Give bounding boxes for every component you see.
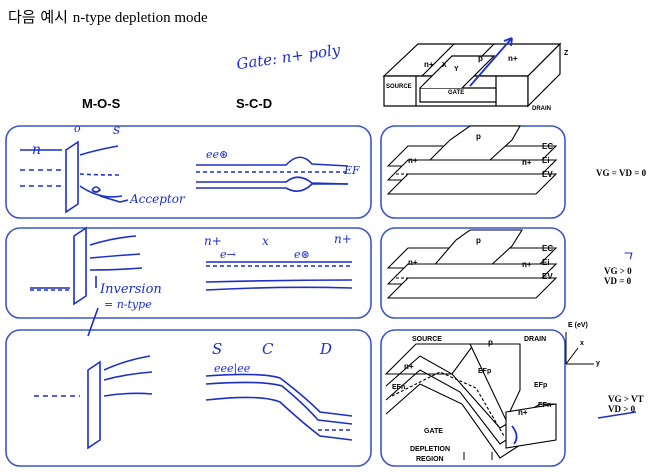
row2-p-label: x bbox=[262, 234, 269, 248]
row1-acceptor: Acceptor bbox=[130, 192, 185, 206]
band2-n-left: n+ bbox=[408, 258, 418, 267]
depletion-brace bbox=[463, 452, 493, 460]
band3-diagram bbox=[384, 343, 557, 459]
row3-s-label: S bbox=[212, 340, 223, 358]
row1-ef-label: EF bbox=[344, 164, 360, 177]
device-nplus-left: n+ bbox=[424, 60, 434, 69]
band3-axis-e: E (eV) bbox=[568, 322, 588, 329]
device-z: Z bbox=[564, 50, 569, 57]
band3-ink-mark bbox=[511, 425, 518, 445]
band3-depletion: DEPLETION bbox=[410, 446, 451, 453]
panel-row2-band bbox=[380, 227, 566, 319]
row2-mos-sketch bbox=[30, 226, 143, 306]
device-source: SOURCE bbox=[386, 84, 412, 90]
device-x: X bbox=[442, 62, 447, 69]
row1-scd-sketch bbox=[196, 156, 350, 192]
row1-electrons: ee⊛ bbox=[206, 148, 229, 161]
title-english: n-type depletion mode bbox=[72, 10, 208, 26]
row2-inversion: Inversion bbox=[100, 282, 162, 297]
condition-3a: VG > VT bbox=[608, 394, 644, 404]
panel-row3-band bbox=[380, 329, 566, 467]
row1-n-label: n bbox=[32, 142, 42, 158]
page-title: 다음 예시 n-type depletion mode bbox=[8, 6, 208, 27]
cond3-underline bbox=[597, 411, 637, 419]
band1-ec: EC bbox=[542, 142, 554, 151]
band2-ei: Ei bbox=[542, 258, 550, 267]
band3-axes bbox=[565, 332, 594, 365]
band3-n-right: n+ bbox=[518, 408, 528, 417]
band3-efp-right: EFp bbox=[534, 382, 548, 389]
band2-p: p bbox=[476, 236, 481, 245]
title-korean: 다음 예시 bbox=[8, 8, 68, 26]
condition-3b: VD > 0 bbox=[608, 404, 636, 414]
device-nplus-right: n+ bbox=[508, 54, 518, 63]
header-scd: S-C-D bbox=[236, 96, 273, 111]
row3-scd-sketch bbox=[205, 373, 353, 441]
band1-p: p bbox=[476, 132, 481, 141]
band1-n-left: n+ bbox=[408, 156, 418, 165]
row3-c-label: C bbox=[262, 340, 274, 358]
row3-electrons: eee|ee bbox=[214, 362, 251, 375]
band3-efn-left: EFn bbox=[392, 384, 406, 391]
band3-region: REGION bbox=[416, 456, 444, 463]
band3-n-left: n+ bbox=[404, 362, 414, 371]
row-arrow bbox=[87, 307, 99, 337]
band3-efp-top: EFp bbox=[478, 368, 492, 375]
row2-e-arrow: e→ bbox=[220, 248, 236, 261]
panel-row3-sketch bbox=[5, 329, 372, 467]
condition-1: VG = VD = 0 bbox=[596, 168, 647, 178]
band2-diagram bbox=[386, 229, 558, 299]
row2-right-mark: ㄱ bbox=[620, 249, 633, 265]
row2-estar: e⊛ bbox=[294, 248, 310, 261]
device-isometric bbox=[382, 42, 562, 108]
band1-diagram bbox=[386, 125, 558, 195]
row3-d-label: D bbox=[320, 340, 333, 358]
row2-scd-sketch bbox=[205, 261, 353, 291]
band3-p: p bbox=[488, 338, 493, 347]
condition-2b: VD = 0 bbox=[604, 276, 632, 286]
band3-drain: DRAIN bbox=[524, 336, 547, 343]
condition-2a: VG > 0 bbox=[604, 266, 632, 276]
row1-o-label: o bbox=[74, 122, 81, 135]
device-p: p bbox=[478, 54, 483, 63]
device-ink-arrow bbox=[469, 37, 513, 87]
device-drain: DRAIN bbox=[532, 106, 551, 112]
panel-row2-sketch bbox=[5, 227, 372, 319]
band3-efn-right: EFn bbox=[538, 402, 552, 409]
row2-nplus-right: n+ bbox=[334, 232, 352, 246]
row2-nplus-left: n+ bbox=[204, 234, 222, 248]
row1-mos-sketch bbox=[20, 140, 129, 214]
device-gate: GATE bbox=[448, 90, 465, 96]
band3-axis-x: x bbox=[580, 340, 584, 347]
band2-ec: EC bbox=[542, 244, 554, 253]
band3-gate: GATE bbox=[424, 428, 443, 435]
band1-n-right: n+ bbox=[522, 158, 532, 167]
row2-ntype: = n-type bbox=[104, 298, 152, 311]
band3-axis-y: y bbox=[596, 360, 600, 367]
band2-n-right: n+ bbox=[522, 260, 532, 269]
band2-ev: EV bbox=[542, 272, 553, 281]
band1-ev: EV bbox=[542, 170, 553, 179]
band3-source: SOURCE bbox=[412, 336, 442, 343]
band1-ei: Ei bbox=[542, 156, 550, 165]
panel-row1-sketch bbox=[5, 125, 372, 219]
row1-s-label: s bbox=[113, 122, 121, 138]
row3-mos-sketch bbox=[34, 355, 153, 450]
header-mos: M-O-S bbox=[82, 96, 121, 111]
device-y: Y bbox=[454, 66, 459, 73]
